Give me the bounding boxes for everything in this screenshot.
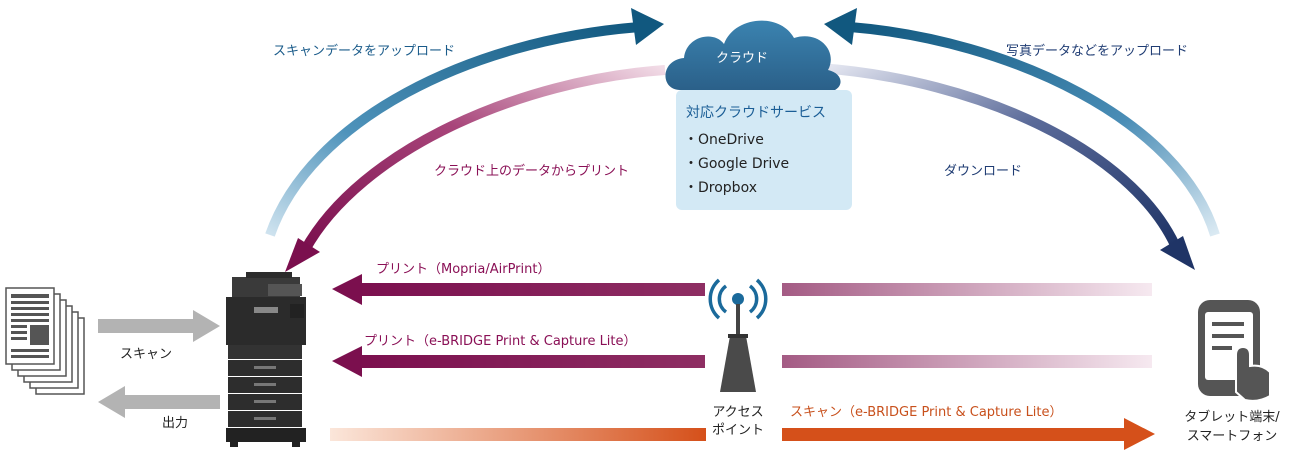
cloud-services-box: 対応クラウドサービス ・OneDrive ・Google Drive ・Drop… <box>676 90 852 210</box>
device-line2: スマートフォン <box>1186 429 1278 444</box>
mfp-printer-icon <box>226 272 306 447</box>
cloud-print-arrow <box>285 65 666 272</box>
photo-upload-label: 写真データなどをアップロード <box>1006 44 1189 59</box>
access-point-icon <box>708 278 768 392</box>
local-output-arrow <box>98 386 220 418</box>
photo-upload-arrow <box>824 8 1220 237</box>
scan-ebridge-arrow <box>330 418 1155 450</box>
documents-icon <box>5 287 85 395</box>
local-scan-arrow <box>98 310 220 342</box>
scan-upload-label: スキャンデータをアップロード <box>273 44 456 59</box>
service-item: ・OneDrive <box>684 132 764 148</box>
print-mopria-label: プリント（Mopria/AirPrint） <box>376 262 551 277</box>
service-item: ・Dropbox <box>684 180 757 196</box>
access-point-line1: アクセス <box>712 405 764 420</box>
access-point-line2: ポイント <box>711 423 764 438</box>
service-item: ・Google Drive <box>684 156 790 172</box>
services-title: 対応クラウドサービス <box>686 105 826 121</box>
download-arrow <box>819 63 1195 270</box>
cloud-icon <box>665 20 841 92</box>
access-point-label: アクセス ポイント <box>706 404 770 440</box>
print-ebridge-arrow <box>332 346 1152 377</box>
scan-upload-arrow <box>265 8 664 237</box>
cloud-label: クラウド <box>716 51 769 66</box>
scan-ebridge-label: スキャン（e-BRIDGE Print & Capture Lite） <box>790 405 1063 420</box>
print-mopria-arrow <box>332 274 1152 305</box>
print-ebridge-label: プリント（e-BRIDGE Print & Capture Lite） <box>364 334 637 349</box>
local-scan-label: スキャン <box>120 347 173 362</box>
services-list: ・OneDrive ・Google Drive ・Dropbox <box>684 128 789 200</box>
device-label: タブレット端末/ スマートフォン <box>1172 408 1292 446</box>
download-label: ダウンロード <box>944 164 1023 179</box>
device-line1: タブレット端末/ <box>1184 410 1280 425</box>
smartphone-icon <box>1198 300 1271 402</box>
cloud-print-label: クラウド上のデータからプリント <box>434 164 630 179</box>
local-output-label: 出力 <box>162 416 189 431</box>
